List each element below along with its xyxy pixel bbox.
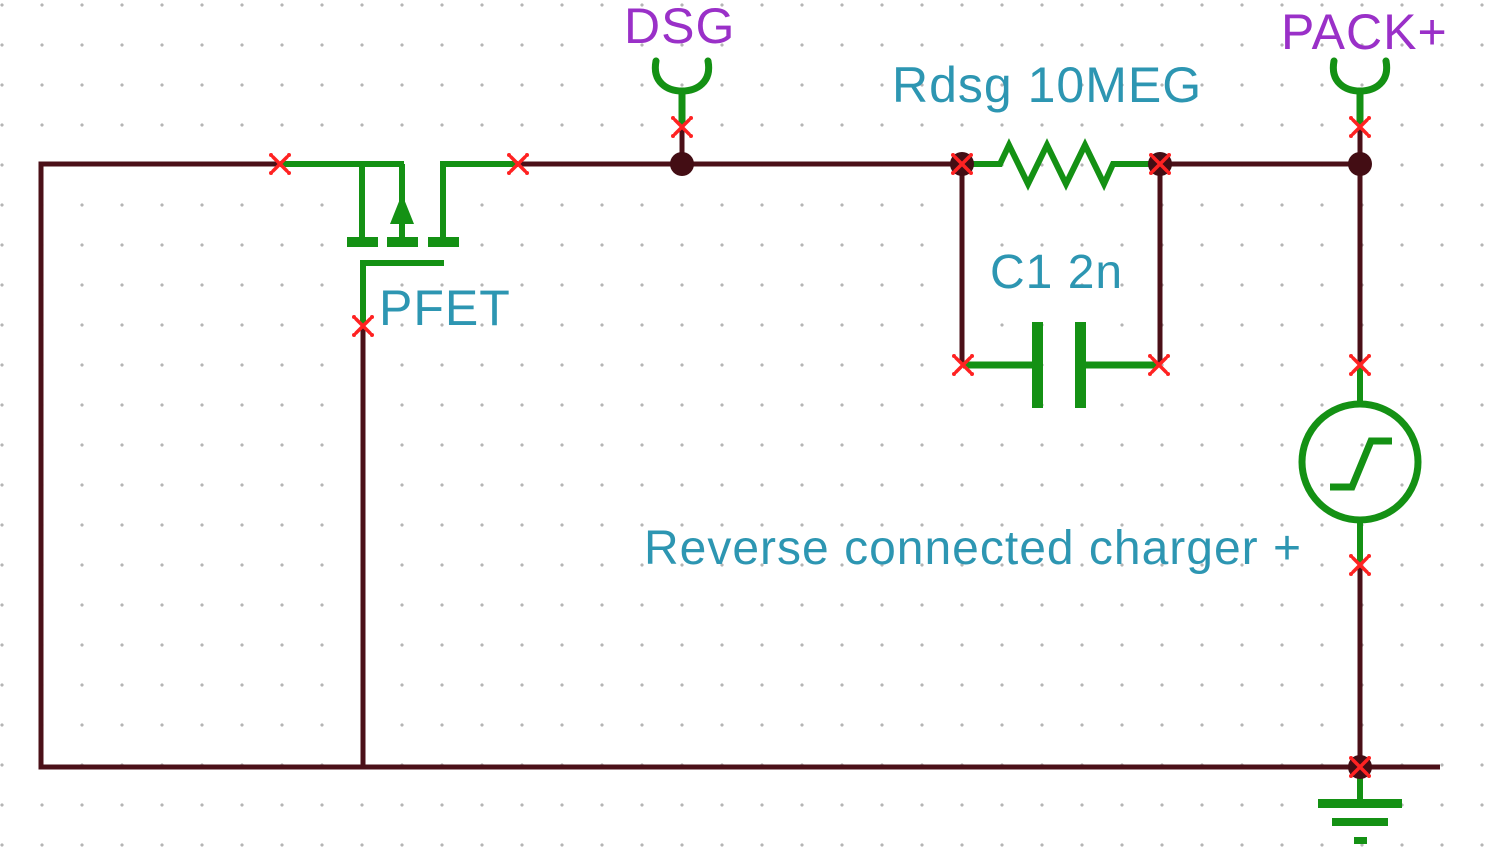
port-label-pack[interactable]: PACK+ [1281, 4, 1448, 60]
resistor-rdsg-symbol[interactable] [966, 138, 1156, 192]
wire-left-bottom-loop[interactable] [38, 161, 1440, 770]
pfet-symbol[interactable] [280, 161, 518, 325]
capacitor-label[interactable]: C1 2n [990, 246, 1123, 299]
ground-symbol[interactable] [1318, 768, 1402, 844]
charger-label[interactable]: Reverse connected charger + [644, 522, 1302, 575]
junction-dot [1348, 152, 1372, 176]
resistor-zigzag [966, 138, 1156, 192]
source-ramp-waveform-icon [1330, 437, 1392, 491]
port-dsg-symbol[interactable] [655, 61, 708, 124]
voltage-source-symbol[interactable] [1298, 367, 1422, 563]
pin-markers [267, 114, 1373, 780]
port-cup-icon [1333, 61, 1386, 124]
capacitor-right-plate [1075, 322, 1086, 408]
capacitor-left-plate [1032, 322, 1043, 408]
pfet-channel-bar [347, 237, 378, 247]
pfet-label[interactable]: PFET [379, 280, 511, 336]
pfet-body-diode-arrow-icon [390, 194, 414, 224]
ground-bar-3 [1354, 837, 1367, 844]
port-pack-symbol[interactable] [1333, 61, 1386, 124]
ground-bar-2 [1332, 818, 1388, 826]
resistor-label[interactable]: Rdsg 10MEG [892, 57, 1202, 113]
pfet-gate [360, 260, 444, 325]
capacitor-c1-symbol[interactable] [963, 322, 1158, 408]
ground-bar-1 [1318, 799, 1402, 808]
junction-dot [670, 152, 694, 176]
pfet-channel-bar [387, 237, 418, 247]
port-label-dsg[interactable]: DSG [624, 0, 735, 54]
pfet-channel-bar [428, 237, 459, 247]
port-cup-icon [655, 61, 708, 124]
wires [38, 127, 1440, 770]
